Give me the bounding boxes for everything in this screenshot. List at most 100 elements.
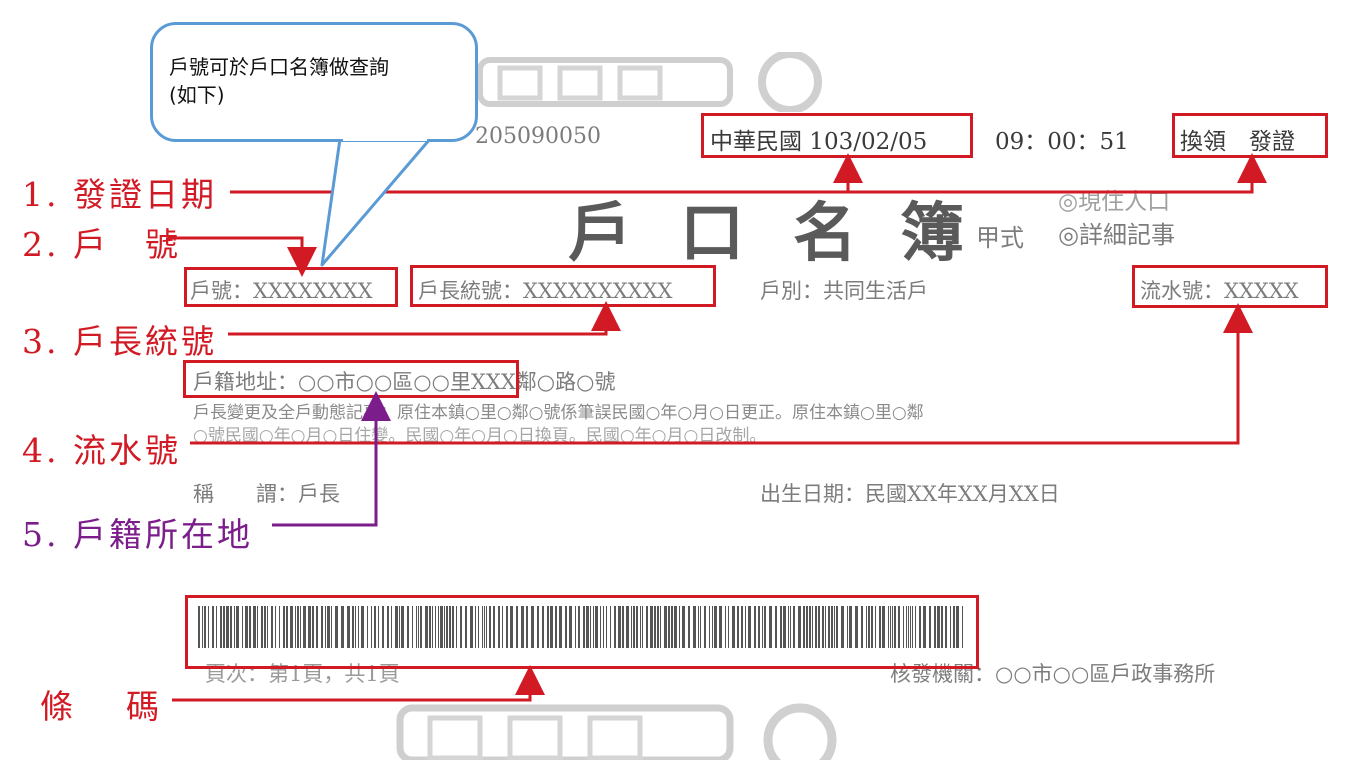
barcode-bar <box>295 606 296 648</box>
barcode-bar <box>642 606 643 648</box>
highlight-issue-type <box>1172 113 1328 158</box>
barcode-bar <box>249 606 251 648</box>
barcode-bar <box>204 606 206 648</box>
barcode-bar <box>486 606 487 648</box>
barcode-bar <box>762 606 763 648</box>
barcode-bar <box>888 606 889 648</box>
barcode-bar <box>953 606 955 648</box>
barcode-bar <box>489 606 491 648</box>
barcode-bar <box>929 606 931 648</box>
barcode-bar <box>631 606 632 648</box>
barcode-bar <box>934 606 936 648</box>
barcode-bar <box>456 606 457 648</box>
barcode-bar <box>446 606 448 648</box>
barcode-bar <box>253 606 256 648</box>
issue-time: 09：00：51 <box>995 129 1129 155</box>
barcode-bar <box>600 606 601 648</box>
barcode-bar <box>257 606 258 648</box>
barcode-bar <box>412 606 413 648</box>
barcode-bar <box>780 606 782 648</box>
flow-number: 流水號：XXXXX <box>1140 279 1299 303</box>
barcode-bar <box>575 606 576 648</box>
barcode-bar <box>912 606 913 648</box>
barcode-bar <box>671 606 673 648</box>
barcode-bar <box>871 606 873 648</box>
barcode-bar <box>432 606 433 648</box>
barcode-bar <box>283 606 285 648</box>
barcode-bar <box>382 606 384 648</box>
barcode-bar <box>606 606 607 648</box>
barcode-bar <box>748 606 751 648</box>
barcode-bar <box>216 606 217 648</box>
barcode-bar <box>962 606 963 648</box>
barcode-bar <box>347 606 350 648</box>
barcode-bar <box>754 606 756 648</box>
barcode-bar <box>271 606 273 648</box>
barcode-bar <box>793 606 795 648</box>
barcode-bar <box>910 606 911 648</box>
highlight-barcode <box>185 595 979 669</box>
highlight-issue-date <box>701 113 973 158</box>
barcode-bar <box>418 606 419 648</box>
barcode-bar <box>709 606 710 648</box>
barcode-bar <box>660 606 661 648</box>
barcode-bar <box>429 606 431 648</box>
barcode-bar <box>815 606 817 648</box>
barcode-bar <box>308 606 311 648</box>
barcode-bar <box>688 606 690 648</box>
barcode-bar <box>728 606 729 648</box>
barcode-bar <box>537 606 539 648</box>
barcode-bar <box>898 606 900 648</box>
barcode-bar <box>242 606 243 648</box>
barcode-bar <box>693 606 696 648</box>
highlight-flow-number <box>1132 265 1328 308</box>
barcode-bar <box>712 606 713 648</box>
barcode-bar <box>593 606 594 648</box>
barcode-bar <box>818 606 820 648</box>
barcode-bar <box>279 606 280 648</box>
barcode-bar <box>783 606 786 648</box>
barcode-bar <box>440 606 443 648</box>
barcode-bar <box>506 606 508 648</box>
barcode-bar <box>316 606 318 648</box>
barcode-bar <box>312 606 314 648</box>
barcode-bar <box>836 606 838 648</box>
barcode-bar <box>516 606 518 648</box>
barcode-bar <box>719 606 722 648</box>
barcode-bar <box>714 606 717 648</box>
barcode-bar <box>806 606 808 648</box>
barcode-bar <box>679 606 680 648</box>
barcode-bar <box>460 606 462 648</box>
barcode-bar <box>741 606 743 648</box>
barcode-bar <box>407 606 409 648</box>
barcode-bar <box>636 606 638 648</box>
option-details: ◎詳細記事 <box>1058 221 1175 249</box>
barcode-bar <box>438 606 439 648</box>
barcode-bar <box>855 606 858 648</box>
barcode-bar <box>610 606 611 648</box>
barcode-bar <box>198 606 200 648</box>
barcode-bar <box>737 606 739 648</box>
household-number: 戶號：XXXXXXXX <box>190 279 373 303</box>
barcode-bar <box>809 606 811 648</box>
barcode-bar <box>208 606 209 648</box>
barcode-bar <box>498 606 500 648</box>
barcode-bar <box>775 606 777 648</box>
highlight-address <box>183 360 519 398</box>
barcode-bar <box>633 606 635 648</box>
barcode-bar <box>245 606 248 648</box>
barcode-bar <box>790 606 791 648</box>
barcode-bar <box>825 606 826 648</box>
barcode-bar <box>868 606 870 648</box>
barcode-bar <box>682 606 685 648</box>
barcode-bar <box>758 606 760 648</box>
barcode-bar <box>510 606 513 648</box>
barcode-bar <box>903 606 904 648</box>
barcode-bar <box>325 606 326 648</box>
callout-line-1: 戶號可於戶口名簿做查詢 <box>169 55 389 79</box>
barcode-bar <box>401 606 404 648</box>
barcode-bar <box>945 606 947 648</box>
barcode-bar <box>831 606 833 648</box>
barcode-bar <box>595 606 598 648</box>
barcode-bar <box>882 606 885 648</box>
